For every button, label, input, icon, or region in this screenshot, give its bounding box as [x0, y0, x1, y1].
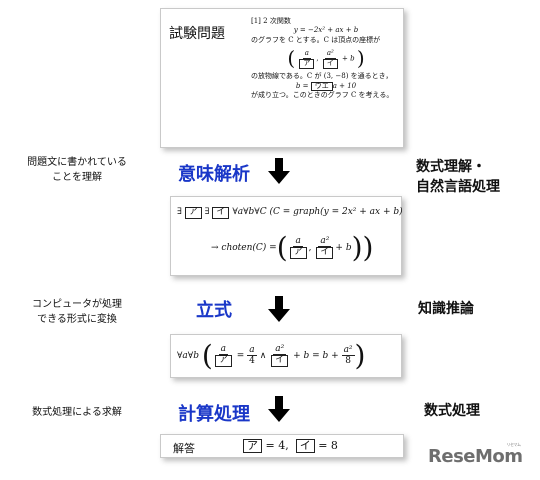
question-text-3: が成り立つ。このときのグラフ C を考える。 [251, 91, 394, 100]
semantic-representation: ∃ ア ∃ イ ∀a∀b∀C (C = graph(y = 2x² + ax +… [170, 196, 403, 276]
question-header: [1] 2 次関数 [251, 17, 291, 25]
vertex-frac-num-1: a [302, 49, 311, 60]
step-name-3: 計算処理 [178, 404, 250, 425]
exam-title: 試験問題 [169, 26, 225, 42]
answer-box-i: イ [316, 247, 334, 259]
question-text-2: の放物線である。C が (3, −8) を通るとき， [251, 72, 393, 81]
vertex-frac-num-2: a² [324, 49, 336, 60]
step-technology-2: 知識推論 [418, 301, 474, 317]
step-technology-3: 数式処理 [424, 403, 480, 419]
step-name-1: 意味解析 [178, 164, 250, 185]
answer-card: 解答 ア = 4, イ = 8 [160, 434, 404, 458]
step-name-2: 立式 [196, 300, 232, 321]
down-arrow-icon [268, 158, 290, 184]
answer-values: ア = 4, イ = 8 [243, 439, 338, 454]
answer-box-i: イ [322, 59, 338, 69]
answer-box-i: イ [295, 439, 315, 454]
answer-label: 解答 [173, 442, 195, 455]
down-arrow-icon [268, 296, 290, 322]
answer-box-i: イ [271, 355, 289, 367]
answer-box-a: ア [184, 207, 202, 219]
exam-question: [1] 2 次関数 y = −2x² + ax + b のグラフを C とする。… [251, 17, 401, 101]
step-technology-1: 数式理解・ 自然言語処理 [416, 159, 500, 195]
vertex-plus-b: + b [342, 54, 355, 63]
answer-box-a: ア [289, 247, 307, 259]
answer-box-i: イ [212, 207, 230, 219]
question-equation: y = −2x² + ax + b [293, 26, 359, 35]
answer-box-a: ア [243, 439, 262, 454]
answer-box-ue: ウエ [310, 81, 333, 92]
resemom-logo: ReseMom リセマム [428, 442, 523, 467]
step-description-2: コンピュータが処理 できる形式に変換 [32, 299, 122, 325]
step-description-1: 問題文に書かれている ことを理解 [27, 157, 127, 183]
exam-paper: 試験問題 [1] 2 次関数 y = −2x² + ax + b のグラフを C… [160, 8, 404, 148]
down-arrow-icon [268, 396, 290, 422]
answer-box-a: ア [299, 59, 315, 69]
answer-box-a: ア [214, 355, 232, 367]
question-text-1: のグラフを C とする。C は頂点の座標が [251, 35, 381, 44]
semantic-line-1: ∃ ア ∃ イ ∀a∀b∀C (C = graph(y = 2x² + ax +… [177, 207, 403, 219]
step-description-3: 数式処理による求解 [32, 407, 122, 418]
